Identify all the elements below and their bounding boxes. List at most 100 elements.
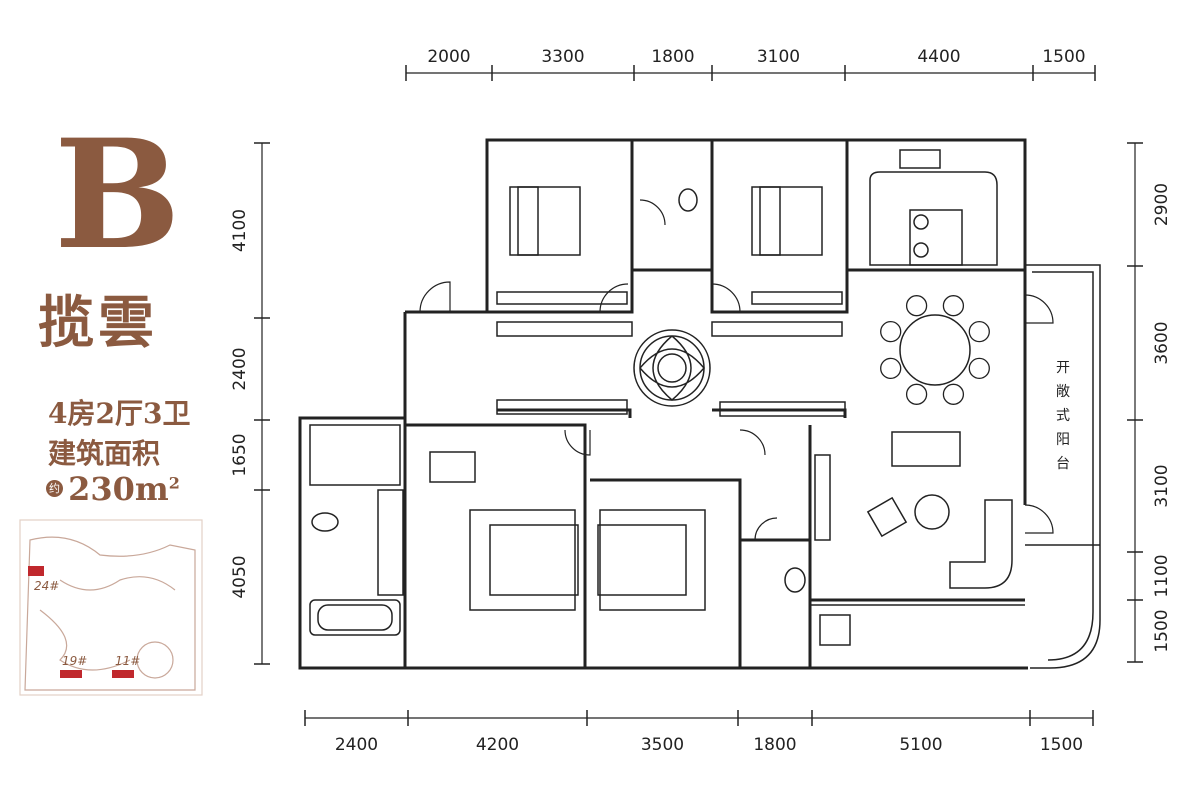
site-labels: 24#19#11# — [34, 579, 140, 668]
door-bed-3 — [564, 429, 591, 456]
bedroom-1-wall — [485, 138, 634, 314]
dimension-label: 4050 — [230, 555, 250, 598]
site-map — [19, 519, 203, 696]
unit-letter: B — [54, 107, 181, 283]
bed-4 — [597, 524, 687, 596]
medallion-outer — [633, 329, 711, 407]
medallion-center — [657, 353, 687, 383]
dimension-label: 3100 — [1152, 464, 1172, 507]
bed-2 — [751, 186, 823, 256]
desk — [429, 451, 476, 483]
door-bed-1 — [599, 283, 629, 313]
area-label: 建筑面积 — [48, 437, 161, 470]
area-number: 230m — [68, 470, 169, 508]
balcony-label-char: 敞 — [1056, 384, 1070, 400]
balcony — [810, 264, 1101, 669]
dimension-label: 5100 — [899, 735, 942, 755]
dimension-label: 1100 — [1152, 554, 1172, 597]
sectional-sofa — [949, 499, 1013, 589]
site-road-2 — [39, 609, 131, 671]
outer-wall-left-bottom — [298, 312, 1028, 670]
wardrobe-2 — [751, 291, 843, 305]
door-bath-3 — [754, 517, 778, 541]
cabinet-2 — [711, 321, 843, 337]
dimension-label: 1500 — [1152, 609, 1172, 652]
toilet-1 — [311, 512, 339, 532]
site-map-frame — [19, 519, 203, 696]
dining-chair — [942, 383, 965, 405]
dimension-right: 2900 3600 3100 1100 1500 — [1127, 142, 1172, 663]
dining-chair — [968, 320, 990, 343]
closet-l — [309, 424, 401, 486]
highlight-24 — [28, 566, 44, 576]
kitchen-island — [909, 209, 963, 266]
kitchen-counter — [869, 171, 998, 266]
dining-chair — [880, 320, 902, 343]
balcony-inner — [1032, 271, 1094, 661]
bed-1 — [509, 186, 581, 256]
balcony-label-char: 式 — [1056, 408, 1070, 424]
dimension-label: 3600 — [1152, 321, 1172, 364]
dimension-label: 1800 — [753, 735, 796, 755]
dimension-label: 4100 — [230, 209, 250, 252]
bed-3 — [489, 524, 579, 596]
sofa-2 — [891, 431, 961, 467]
sink — [899, 149, 941, 169]
armchair — [866, 496, 908, 538]
furniture — [309, 149, 1013, 646]
door-balcony — [1024, 294, 1054, 324]
bed-3-rug — [469, 509, 576, 611]
entry-door — [419, 281, 451, 313]
area-unit-sup: 2 — [168, 473, 180, 493]
bed-4-rug — [599, 509, 706, 611]
stove-burner — [913, 214, 929, 230]
toilet-2 — [678, 188, 698, 212]
project-name: 揽雲 — [38, 290, 158, 356]
dimension-label: 2900 — [1152, 183, 1172, 226]
site-building-label: 11# — [115, 654, 140, 668]
cabinet-4 — [719, 401, 846, 417]
tv-unit — [814, 454, 831, 541]
wall-bedroom-3 — [405, 423, 587, 668]
bathroom-1-wall — [630, 138, 714, 272]
medallion-ring — [639, 335, 705, 401]
wall-bath-3 — [740, 538, 812, 668]
toilet-3 — [784, 567, 806, 593]
area-prefix: 约 — [46, 480, 63, 497]
cabinet-3 — [496, 399, 628, 415]
door-bath-1 — [639, 199, 666, 226]
dimension-label: 4200 — [476, 735, 519, 755]
washing-machine — [819, 614, 851, 646]
stove-burner-2 — [913, 242, 929, 258]
bed-2-pillow — [759, 186, 781, 256]
bathtub-inner — [317, 604, 393, 631]
bed-1-pillow — [517, 186, 539, 256]
site-plaza — [136, 641, 174, 679]
balcony-label-char: 台 — [1056, 456, 1070, 472]
site-building-label: 24# — [34, 579, 59, 593]
balcony-label-char: 开 — [1056, 360, 1070, 376]
kitchen-wall — [845, 138, 1027, 272]
wardrobe-1 — [496, 291, 628, 305]
dimension-label: 2400 — [335, 735, 378, 755]
dimension-label: 4400 — [917, 47, 960, 67]
dining-chair — [905, 383, 928, 405]
door-bed-2 — [711, 283, 741, 313]
site-road — [59, 576, 176, 591]
doors — [419, 199, 1054, 541]
corridor-wall-right — [712, 408, 847, 418]
door-balcony-2 — [1024, 504, 1054, 534]
layout-type: 4房2厅3卫 — [48, 397, 191, 430]
dimension-label: 1800 — [651, 47, 694, 67]
dining-chair — [942, 295, 965, 317]
bathtub — [309, 599, 401, 636]
highlight-19 — [60, 670, 82, 678]
door-bed-4 — [739, 429, 766, 456]
dimension-label: 2000 — [427, 47, 470, 67]
area-row: 约 230m2 — [46, 470, 180, 508]
coffee-table — [914, 494, 950, 530]
